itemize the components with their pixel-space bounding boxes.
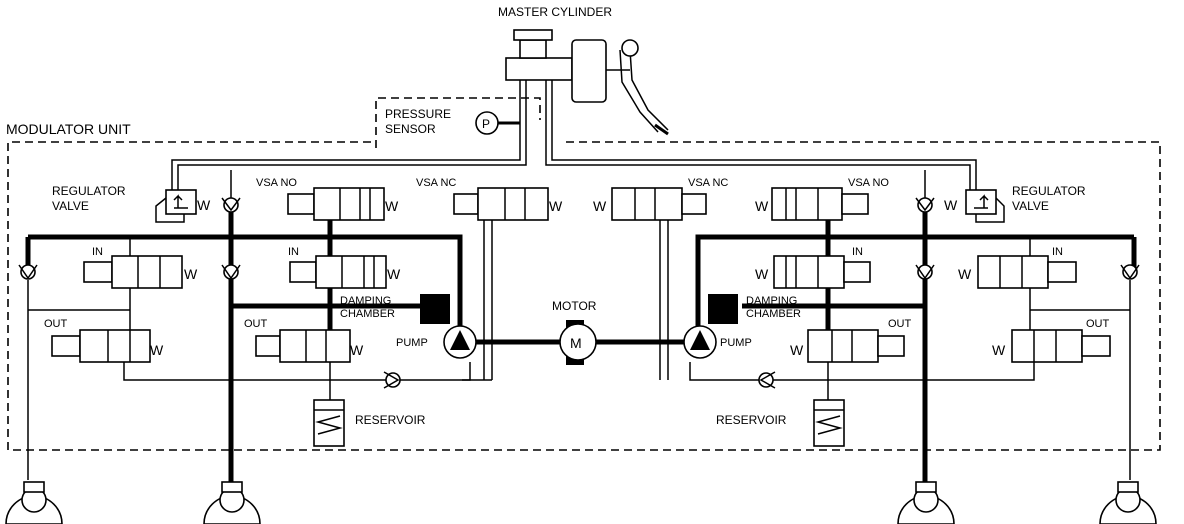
reservoir-right-label: RESERVOIR (716, 413, 787, 427)
motor (559, 320, 597, 365)
check-valve-right-top (915, 197, 935, 213)
spring-symbol: W (387, 266, 401, 282)
regulator-valve-right-label-1: REGULATOR (1012, 184, 1086, 198)
spring-symbol: W (755, 198, 769, 214)
wheel-brake-1 (5, 481, 63, 524)
vsa-no-left-label: VSA NO (256, 177, 297, 189)
check-valve-right-2 (1120, 264, 1140, 280)
spring-symbol: W (350, 342, 364, 358)
pump-right (683, 325, 717, 359)
regulator-valve-left (155, 189, 197, 223)
spring-symbol: W (958, 266, 972, 282)
regulator-valve-right-label-2: VALVE (1012, 199, 1049, 213)
check-valve-left-1 (18, 264, 38, 280)
out-label: OUT (244, 318, 268, 330)
damping-chamber-right-label-2: CHAMBER (746, 308, 801, 320)
spring-symbol: W (385, 198, 399, 214)
master-cylinder-label: MASTER CYLINDER (498, 5, 612, 19)
in-valve-right-outer (977, 255, 1077, 289)
spring-symbol: W (184, 266, 198, 282)
vsa-nc-valve-right (611, 187, 707, 221)
master-cylinder (505, 29, 669, 136)
reservoir-left-label: RESERVOIR (355, 413, 426, 427)
check-valve-right-bottom (758, 371, 776, 389)
reservoir-right (813, 399, 845, 447)
pressure-sensor (475, 111, 520, 135)
spring-symbol: W (549, 198, 563, 214)
vsa-no-valve-left (287, 187, 385, 221)
reservoir-left (313, 399, 345, 447)
check-valve-left-top (221, 197, 241, 213)
wheel-brake-2 (203, 481, 261, 524)
spring-symbol: W (790, 342, 804, 358)
spring-symbol: W (755, 266, 769, 282)
regulator-valve-left-label-1: REGULATOR (52, 184, 126, 198)
spring-symbol: W (197, 197, 211, 213)
modulator-unit-label: MODULATOR UNIT (6, 121, 131, 137)
out-label: OUT (44, 318, 68, 330)
pressure-sensor-symbol: P (482, 117, 490, 131)
in-valve-left-inner (289, 255, 387, 289)
pump-right-label: PUMP (720, 337, 752, 349)
in-valve-right-inner (773, 255, 871, 289)
out-label: OUT (888, 318, 912, 330)
in-label: IN (288, 246, 299, 258)
regulator-valve-left-label-2: VALVE (52, 199, 89, 213)
vsa-no-valve-right (771, 187, 869, 221)
damping-chamber-right-label-1: DAMPING (746, 295, 797, 307)
spring-symbol: W (992, 342, 1006, 358)
regulator-valve-right (965, 189, 1005, 223)
pump-left-label: PUMP (396, 337, 428, 349)
vsa-no-right-label: VSA NO (848, 177, 889, 189)
spring-symbol: W (150, 342, 164, 358)
out-valve-right-inner (807, 329, 905, 363)
spring-symbol: W (944, 197, 958, 213)
in-label: IN (852, 246, 863, 258)
in-label: IN (1052, 246, 1063, 258)
out-valve-left-inner (255, 329, 351, 363)
pressure-sensor-label-2: SENSOR (385, 122, 436, 136)
vsa-nc-valve-left (453, 187, 549, 221)
motor-label: MOTOR (552, 299, 597, 313)
check-valve-left-bottom (383, 371, 401, 389)
vsa-nc-right-label: VSA NC (688, 177, 728, 189)
vsa-nc-left-label: VSA NC (416, 177, 456, 189)
wheel-brake-4 (1099, 481, 1157, 524)
damping-chamber-left-label-2: CHAMBER (340, 308, 395, 320)
out-label: OUT (1086, 318, 1110, 330)
out-valve-right-outer (1011, 329, 1111, 363)
in-label: IN (92, 246, 103, 258)
check-valve-right-1 (915, 264, 935, 280)
in-valve-left-outer (83, 255, 183, 289)
out-valve-left-outer (51, 329, 151, 363)
check-valve-left-2 (221, 264, 241, 280)
modulator-unit-border (7, 141, 1161, 451)
damping-chamber-left (420, 294, 450, 324)
wheel-brake-3 (897, 481, 955, 524)
pressure-sensor-label-1: PRESSURE (385, 107, 451, 121)
damping-chamber-left-label-1: DAMPING (340, 295, 391, 307)
spring-symbol: W (593, 198, 607, 214)
motor-symbol: M (570, 335, 582, 351)
pump-left (443, 325, 477, 359)
damping-chamber-right (708, 294, 738, 324)
